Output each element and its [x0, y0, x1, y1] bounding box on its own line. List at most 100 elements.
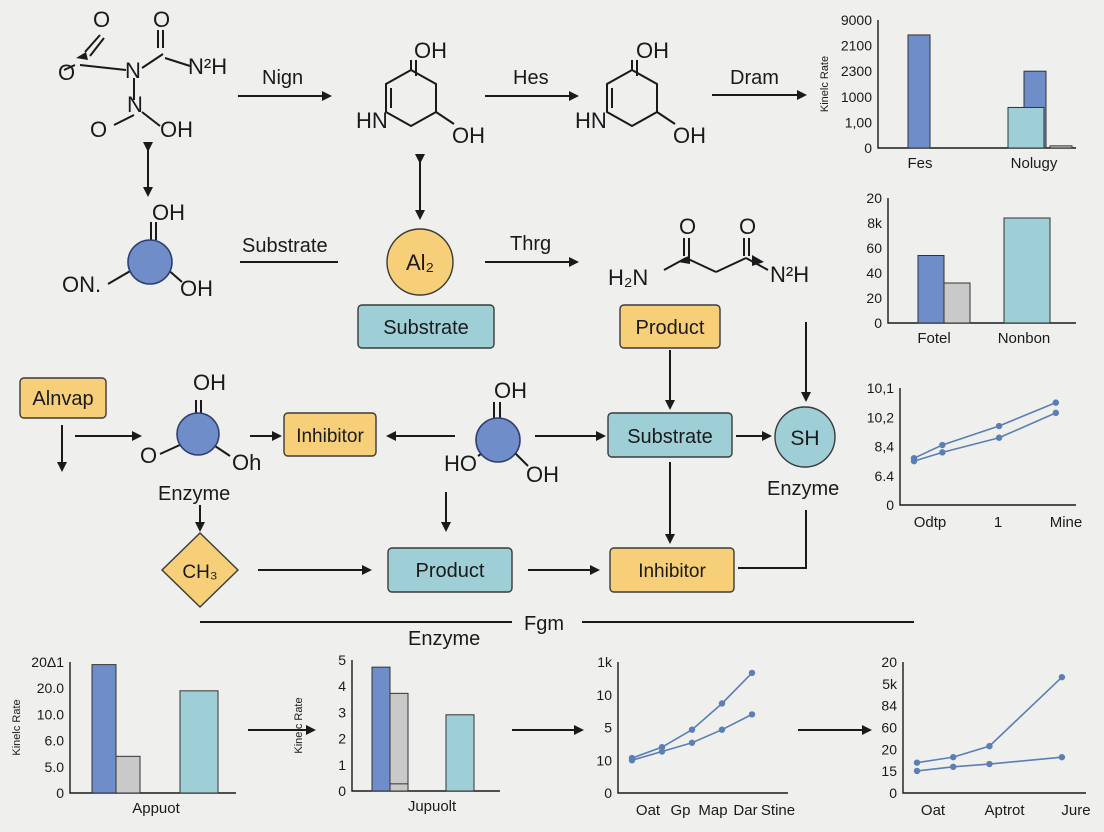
- node-alnvap-label: Alnvap: [32, 388, 93, 410]
- tr1-bar: [907, 34, 931, 149]
- m3-oh-bot: OH: [673, 123, 706, 148]
- connector-enzyme-inhibitor: [738, 510, 807, 569]
- tr2-category-label: Nonbon: [998, 330, 1051, 347]
- label-fgm: Fgm: [524, 613, 564, 635]
- node-ch3: CH₃: [160, 532, 240, 608]
- b2-ytick-label: 3: [338, 704, 346, 720]
- tr1-bar: [1049, 145, 1073, 149]
- b1-bar: [179, 690, 219, 794]
- tr3-point: [1052, 409, 1060, 417]
- m4-oh: OH: [152, 200, 185, 225]
- tr1-ytick-label: 2100: [841, 38, 872, 54]
- m1-n-right: N²H: [188, 54, 227, 79]
- tr1-ytick-label: 0: [864, 140, 872, 156]
- molecule-hydroxypyridine-2: OH HN OH: [575, 38, 706, 148]
- tr2-category-label: Fotel: [917, 330, 950, 347]
- b3-xtick-label: Oat: [636, 802, 661, 819]
- tr3-ytick-label: 8,4: [875, 439, 895, 455]
- node-alnvap: Alnvap: [19, 377, 107, 419]
- m5-o1: O: [679, 214, 696, 239]
- tr2-bar: [917, 255, 945, 324]
- m5-o2: O: [739, 214, 756, 239]
- node-product-top-label: Product: [636, 317, 705, 339]
- node-substrate-mid: Substrate: [357, 304, 495, 349]
- node-substrate-right-label: Substrate: [627, 426, 713, 448]
- m1-n1: N: [125, 58, 141, 83]
- b1-bar: [115, 755, 141, 794]
- label-hes: Hes: [513, 67, 549, 89]
- m6-oh2: Oh: [232, 450, 261, 475]
- b3-xtick-label: Map: [698, 802, 727, 819]
- m7-ho: HO: [444, 451, 477, 476]
- molecule-urea-derivative: O O O N N²H N O OH: [58, 7, 227, 142]
- tr1-ytick-label: 2300: [841, 63, 872, 79]
- m6-oh: OH: [193, 370, 226, 395]
- m1-oh: OH: [160, 117, 193, 142]
- tr2-ytick-label: 60: [866, 240, 882, 256]
- m2-oh-bot: OH: [452, 123, 485, 148]
- m4-oh2: OH: [180, 276, 213, 301]
- tr2-ytick-label: 20: [866, 290, 882, 306]
- node-inhibitor-left-label: Inhibitor: [296, 426, 364, 447]
- tr3-point: [939, 441, 946, 449]
- m2-hn: HN: [356, 108, 388, 133]
- b4-point: [1058, 753, 1066, 761]
- b1-bar: [91, 664, 117, 794]
- b3-axes: [617, 662, 788, 794]
- b2-ylabel: Kinelc Rate: [293, 697, 305, 753]
- b1-ytick-label: 10.0: [37, 706, 64, 722]
- b4-point: [950, 753, 957, 761]
- b2-ytick-label: 1: [338, 757, 346, 773]
- b4-point: [986, 742, 993, 750]
- b2-bar: [389, 783, 409, 792]
- b1-ytick-label: 5.0: [45, 759, 65, 775]
- tr3-ytick-label: 6.4: [875, 468, 895, 484]
- label-substrate-text: Substrate: [242, 235, 328, 257]
- b2-ytick-label: 2: [338, 731, 346, 747]
- b4-ytick-label: 15: [881, 763, 897, 779]
- b3-xtick-label: Dar: [733, 802, 757, 819]
- molecule-malonamide: O O H₂N N²H: [608, 214, 809, 290]
- b1-ytick-label: 0: [56, 785, 64, 801]
- b4-ytick-label: 60: [881, 720, 897, 736]
- node-al2-label: Al₂: [406, 250, 434, 275]
- b2-ytick-label: 4: [338, 678, 346, 694]
- m1-o-top2: O: [153, 7, 170, 32]
- b4-xtick-label: Jure: [1061, 802, 1090, 819]
- tr3-xtick-label: 1: [994, 514, 1002, 531]
- b3-point: [628, 757, 636, 764]
- node-product-top: Product: [619, 304, 721, 349]
- b1-ytick-label: 20Δ1: [31, 654, 64, 670]
- tr3-ytick-label: 10,2: [867, 409, 894, 425]
- tr1-ytick-label: 1,00: [845, 114, 872, 130]
- m5-nh: N²H: [770, 262, 809, 287]
- m7-oh2: OH: [526, 462, 559, 487]
- tr2-ytick-label: 20: [866, 190, 882, 206]
- b4-xtick-label: Oat: [921, 802, 946, 819]
- m7-oh: OH: [494, 378, 527, 403]
- b3-ytick-label: 1k: [597, 654, 613, 670]
- label-dram: Dram: [730, 67, 779, 89]
- b4-point: [986, 760, 993, 768]
- b3-series-line: [631, 713, 753, 762]
- m1-o-left: O: [58, 60, 75, 85]
- molecule-hydroxypyridine-1: OH HN OH: [356, 38, 485, 148]
- node-product-bottom-label: Product: [416, 560, 485, 582]
- tr3-point: [1052, 399, 1060, 406]
- m1-n-mid: N: [127, 92, 143, 117]
- b4-xtick-label: Aptrot: [984, 802, 1025, 819]
- tr1-category-label: Fes: [907, 155, 932, 172]
- b4-point: [913, 767, 921, 775]
- b4-series-line: [916, 756, 1062, 772]
- tr2-bar: [1003, 217, 1051, 324]
- b1-ylabel: Kinelc Rate: [11, 699, 23, 755]
- b2-bar: [445, 714, 475, 792]
- label-enzyme-bottom: Enzyme: [408, 628, 480, 650]
- node-product-bottom: Product: [387, 547, 513, 593]
- b1-ytick-label: 6.0: [45, 733, 65, 749]
- b3-point: [718, 700, 726, 707]
- b4-ytick-label: 0: [889, 785, 897, 801]
- b2-ytick-label: 5: [338, 652, 346, 668]
